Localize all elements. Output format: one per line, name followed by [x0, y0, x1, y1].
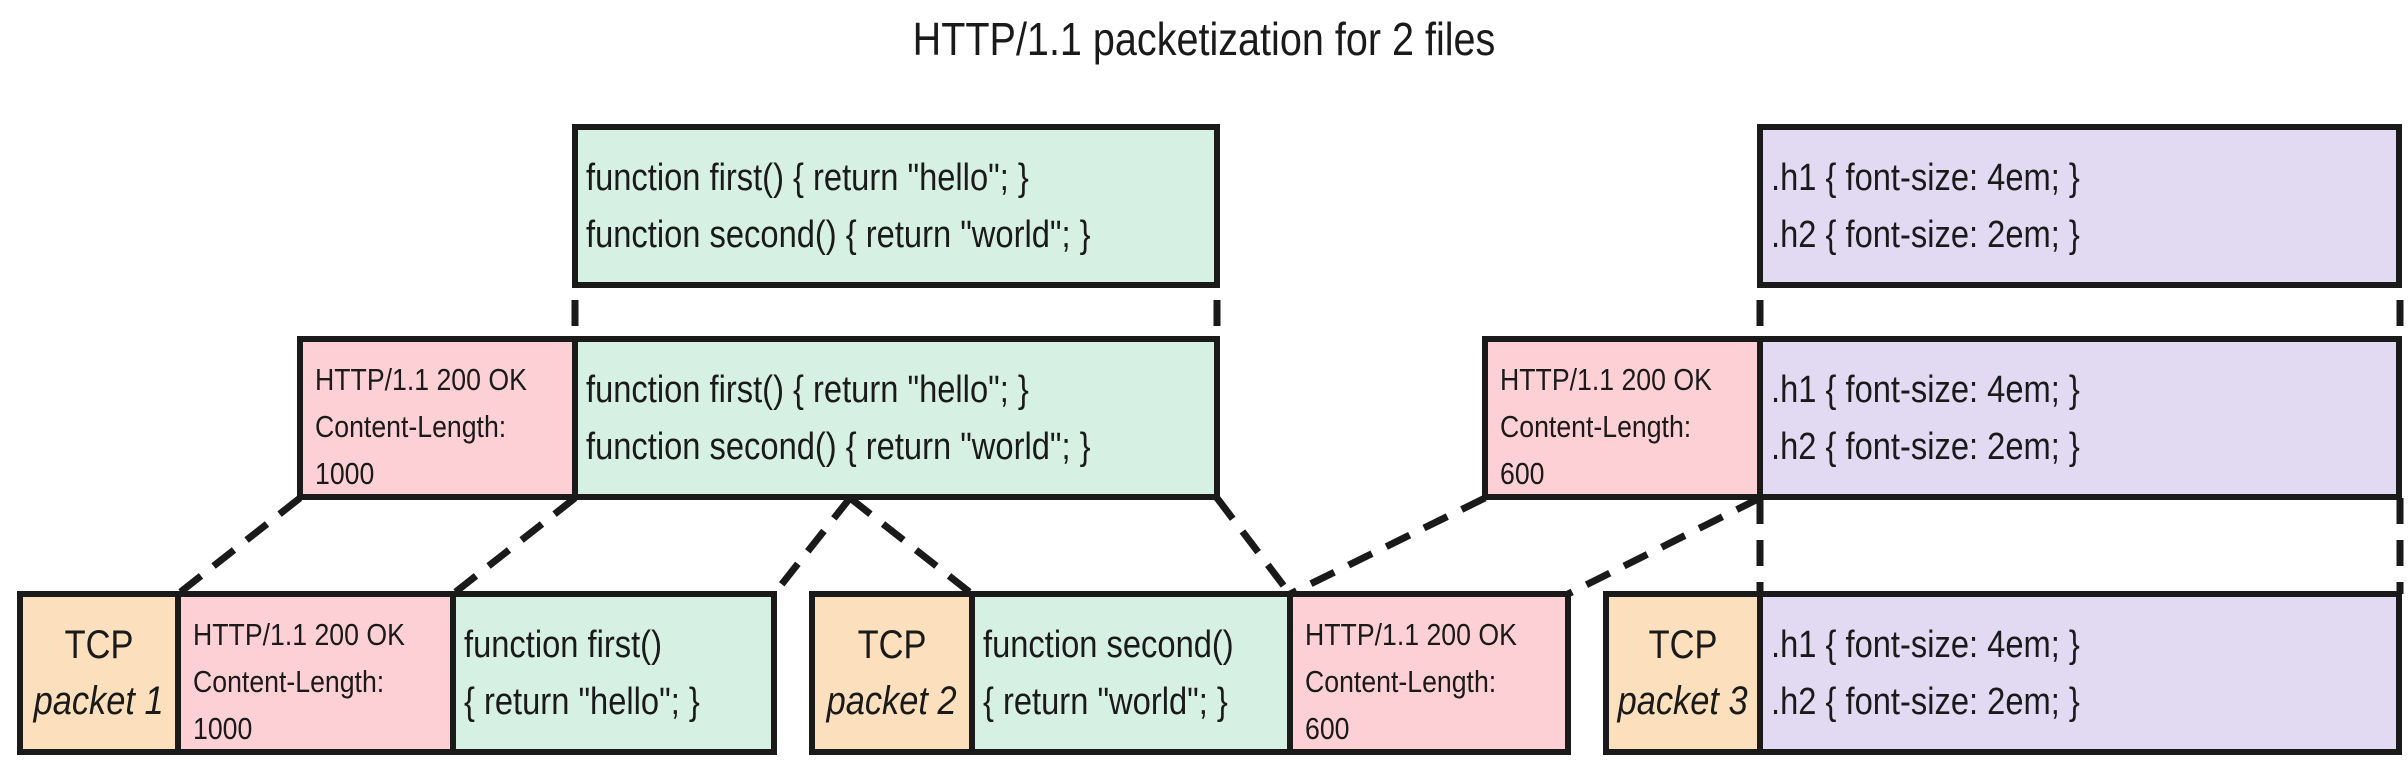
- packet1-body-box: function first() { return "hello"; }: [450, 591, 777, 755]
- tcp-packet-3-name: packet 3: [1617, 679, 1749, 723]
- response1-header-box: HTTP/1.1 200 OK Content-Length: 1000: [297, 336, 578, 500]
- tcp-packet-3-label: TCP: [1648, 623, 1718, 667]
- packet1-body-line-2: { return "hello"; }: [464, 681, 700, 723]
- packet2-body-line-1: function second(): [983, 624, 1234, 666]
- packet3-body-box: .h1 { font-size: 4em; } .h2 { font-size:…: [1757, 591, 2402, 755]
- packet1-header-box: HTTP/1.1 200 OK Content-Length: 1000: [175, 591, 456, 755]
- js-file-line-2: function second() { return "world"; }: [586, 214, 1091, 256]
- connector-hdr2-right: [1566, 494, 1762, 598]
- connector-hdr2-left: [1288, 494, 1487, 598]
- packet1-status: HTTP/1.1 200 OK: [193, 617, 405, 652]
- packet2-length-value: 600: [1305, 711, 1350, 746]
- packet3-body-line-1: .h1 { font-size: 4em; }: [1771, 624, 2080, 666]
- packet3-body-line-2: .h2 { font-size: 2em; }: [1771, 681, 2080, 723]
- tcp-packet-2-label: TCP: [857, 623, 927, 667]
- connector-p2-right: [1214, 495, 1293, 597]
- response2-length-label: Content-Length:: [1500, 409, 1692, 444]
- packet1-body-line-1: function first(): [464, 624, 662, 666]
- css-file-line-2: .h2 { font-size: 2em; }: [1771, 214, 2080, 256]
- response1-length-value: 1000: [315, 456, 375, 491]
- connector-p2-left: [771, 495, 853, 597]
- tcp-packet-1-label: TCP: [64, 623, 134, 667]
- tcp-packet-1-name: packet 1: [33, 679, 165, 723]
- response2-header-box: HTTP/1.1 200 OK Content-Length: 600: [1482, 336, 1763, 500]
- response1-length-label: Content-Length:: [315, 409, 507, 444]
- response2-length-value: 600: [1500, 456, 1545, 491]
- response1-body-line-1: function first() { return "hello"; }: [586, 369, 1029, 411]
- tcp-packet-3-label-box: TCP packet 3: [1603, 591, 1763, 755]
- js-file-box: function first() { return "hello"; } fun…: [572, 124, 1220, 288]
- js-file-line-1: function first() { return "hello"; }: [586, 157, 1029, 199]
- connector-p2-mid: [847, 495, 975, 597]
- response1-body-line-2: function second() { return "world"; }: [586, 426, 1091, 468]
- connector-p1-right: [450, 495, 578, 597]
- packet2-body-box: function second() { return "world"; }: [969, 591, 1293, 755]
- response2-body-line-1: .h1 { font-size: 4em; }: [1771, 369, 2080, 411]
- css-file-line-1: .h1 { font-size: 4em; }: [1771, 157, 2080, 199]
- connector-p1-left: [175, 495, 303, 597]
- response1-body-box: function first() { return "hello"; } fun…: [572, 336, 1220, 500]
- response2-body-box: .h1 { font-size: 4em; } .h2 { font-size:…: [1757, 336, 2402, 500]
- packet2-header-box: HTTP/1.1 200 OK Content-Length: 600: [1287, 591, 1571, 755]
- diagram-title: HTTP/1.1 packetization for 2 files: [912, 13, 1496, 65]
- packet2-status: HTTP/1.1 200 OK: [1305, 617, 1517, 652]
- tcp-packet-2-name: packet 2: [826, 679, 958, 723]
- response2-body-line-2: .h2 { font-size: 2em; }: [1771, 426, 2080, 468]
- packet2-body-line-2: { return "world"; }: [983, 681, 1228, 723]
- response2-status: HTTP/1.1 200 OK: [1500, 362, 1712, 397]
- tcp-packet-1-label-box: TCP packet 1: [17, 591, 181, 755]
- response1-status: HTTP/1.1 200 OK: [315, 362, 527, 397]
- packet2-length-label: Content-Length:: [1305, 664, 1497, 699]
- css-file-box: .h1 { font-size: 4em; } .h2 { font-size:…: [1757, 124, 2402, 288]
- packet1-length-label: Content-Length:: [193, 664, 385, 699]
- tcp-packet-2-label-box: TCP packet 2: [809, 591, 975, 755]
- packet1-length-value: 1000: [193, 711, 253, 746]
